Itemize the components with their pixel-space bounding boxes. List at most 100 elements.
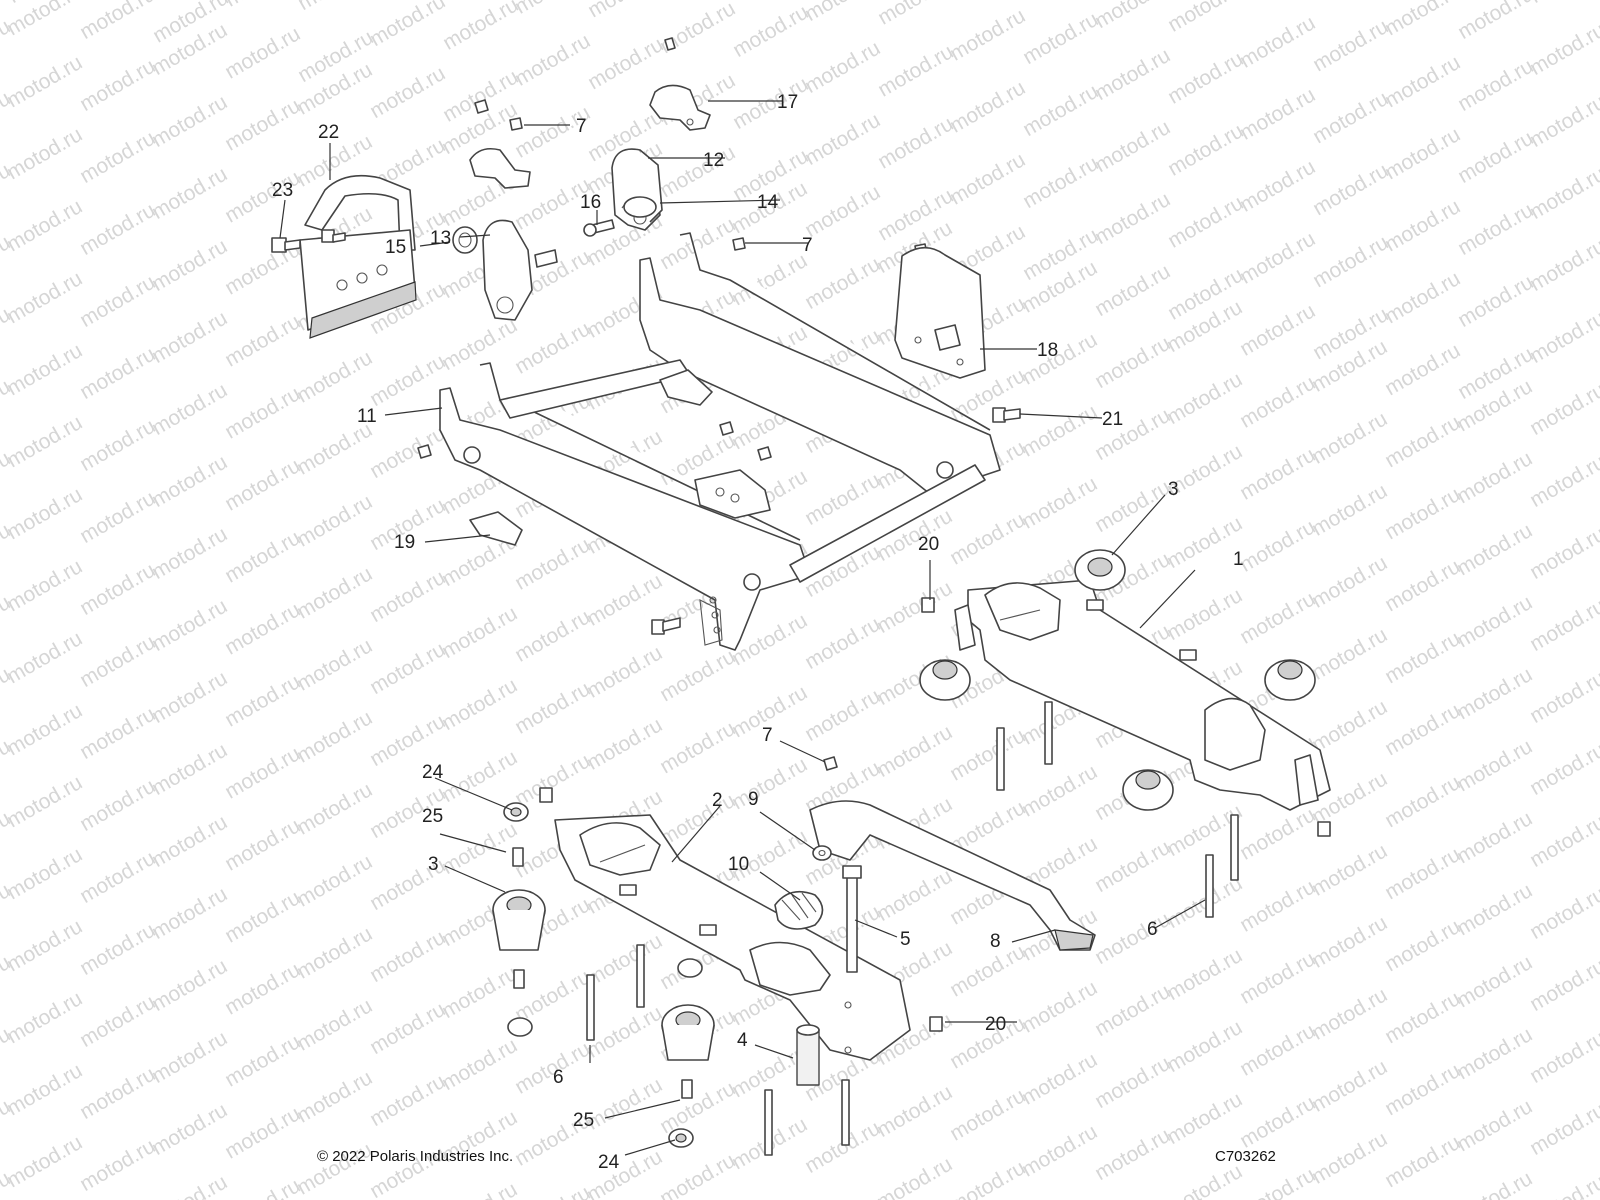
watermark-text: motod.ru bbox=[1526, 19, 1600, 80]
watermark-text: motod.ru bbox=[729, 73, 812, 134]
watermark-text: motod.ru bbox=[1381, 0, 1464, 40]
part-17-clamp bbox=[649, 37, 711, 131]
watermark-text: motod.ru bbox=[148, 1027, 231, 1088]
callout-7-middle: 7 bbox=[802, 235, 813, 256]
part-5-bolt bbox=[842, 865, 862, 973]
watermark-text: motod.ru bbox=[366, 1070, 449, 1131]
watermark-text: motod.ru bbox=[1526, 163, 1600, 224]
watermark-text: motod.ru bbox=[1526, 379, 1600, 440]
drawing-number: C703262 bbox=[1215, 1148, 1276, 1165]
part-19-plate bbox=[469, 369, 771, 546]
watermark-text: motod.ru bbox=[584, 33, 667, 94]
watermark-text: motod.ru bbox=[1236, 947, 1319, 1008]
watermark-text: motod.ru bbox=[76, 631, 159, 692]
watermark-text: motod.ru bbox=[1163, 1016, 1246, 1077]
watermark-text: motod.ru bbox=[1163, 944, 1246, 1005]
watermark-text: motod.ru bbox=[1236, 155, 1319, 216]
watermark-text: motod.ru bbox=[76, 847, 159, 908]
watermark-text: motod.ru bbox=[1018, 328, 1101, 389]
watermark-text: motod.ru bbox=[1236, 11, 1319, 72]
part-18-plate bbox=[894, 246, 986, 379]
watermark-text: motod.ru bbox=[874, 0, 957, 30]
part-22-handle bbox=[299, 174, 417, 339]
watermark-text: motod.ru bbox=[1018, 472, 1101, 533]
watermark-text: motod.ru bbox=[3, 915, 86, 976]
watermark-text: motod.ru bbox=[1163, 872, 1246, 933]
watermark-text: motod.ru bbox=[293, 922, 376, 983]
callout-13: 13 bbox=[430, 228, 451, 249]
watermark-text: motod.ru bbox=[874, 40, 957, 101]
watermark-text: motod.ru bbox=[1236, 1019, 1319, 1080]
watermark-text: motod.ru bbox=[76, 343, 159, 404]
watermark-text: motod.ru bbox=[583, 1145, 666, 1200]
watermark-text: motod.ru bbox=[1381, 195, 1464, 256]
watermark-text: motod.ru bbox=[221, 814, 304, 875]
watermark-text: motod.ru bbox=[583, 641, 666, 702]
watermark-text: motod.ru bbox=[293, 706, 376, 767]
watermark-text: motod.ru bbox=[1526, 595, 1600, 656]
watermark-text: motod.ru bbox=[1453, 447, 1536, 508]
watermark-text: motod.ru bbox=[1019, 80, 1102, 141]
part-12-bracket bbox=[611, 148, 663, 231]
watermark-text: motod.ru bbox=[3, 699, 86, 760]
watermark-text: motod.ru bbox=[3, 267, 86, 328]
callout-1: 1 bbox=[1233, 549, 1244, 570]
callout-25-upper: 25 bbox=[422, 806, 443, 827]
watermark-text: motod.ru bbox=[1308, 911, 1391, 972]
watermark-text: motod.ru bbox=[439, 0, 522, 55]
watermark-text: motod.ru bbox=[438, 602, 521, 663]
watermark-text: motod.ru bbox=[946, 4, 1029, 65]
watermark-text: motod.ru bbox=[221, 1174, 304, 1200]
watermark-text: motod.ru bbox=[1236, 0, 1319, 1]
watermark-text: motod.ru bbox=[1381, 483, 1464, 544]
watermark-text: motod.ru bbox=[3, 411, 86, 472]
watermark-text: motod.ru bbox=[221, 310, 304, 371]
watermark-text: motod.ru bbox=[1526, 91, 1600, 152]
watermark-text: motod.ru bbox=[76, 199, 159, 260]
watermark-text: motod.ru bbox=[148, 451, 231, 512]
watermark-text: motod.ru bbox=[1091, 188, 1174, 249]
watermark-text: motod.ru bbox=[148, 91, 231, 152]
watermark-text: motod.ru bbox=[76, 1063, 159, 1124]
watermark-text: motod.ru bbox=[293, 1066, 376, 1127]
watermark-text: motod.ru bbox=[1091, 836, 1174, 897]
callout-3-upper: 3 bbox=[1168, 479, 1179, 500]
watermark-text: motod.ru bbox=[1091, 1124, 1174, 1185]
part-3-rollers-upper bbox=[919, 549, 1316, 811]
callout-11: 11 bbox=[357, 406, 377, 427]
watermark-text: motod.ru bbox=[1453, 951, 1536, 1012]
watermark-text: motod.ru bbox=[293, 418, 376, 479]
callout-23: 23 bbox=[272, 180, 293, 201]
watermark-text: motod.ru bbox=[1018, 760, 1101, 821]
watermark-text: motod.ru bbox=[801, 181, 884, 242]
callout-3-lower: 3 bbox=[428, 854, 439, 875]
watermark-text: motod.ru bbox=[3, 627, 86, 688]
part-3-rollers-lower bbox=[492, 802, 715, 1148]
watermark-text: motod.ru bbox=[221, 22, 304, 83]
watermark-text: motod.ru bbox=[511, 1181, 594, 1200]
watermark-text: motod.ru bbox=[366, 566, 449, 627]
part-bolt-arm bbox=[651, 617, 681, 635]
watermark-text: motod.ru bbox=[148, 523, 231, 584]
part-11-frame bbox=[439, 232, 1001, 651]
watermark-text: motod.ru bbox=[1308, 623, 1391, 684]
callout-8: 8 bbox=[990, 931, 1001, 952]
watermark-text: motod.ru bbox=[3, 1059, 86, 1120]
part-15-spring bbox=[452, 226, 478, 254]
watermark-text: motod.ru bbox=[1236, 371, 1319, 432]
callout-4: 4 bbox=[737, 1030, 748, 1051]
watermark-text: motod.ru bbox=[1381, 843, 1464, 904]
watermark-text: motod.ru bbox=[656, 1077, 739, 1138]
watermark-text: motod.ru bbox=[1236, 1163, 1319, 1200]
watermark-text: motod.ru bbox=[1236, 515, 1319, 576]
watermark-text: motod.ru bbox=[76, 703, 159, 764]
callout-12: 12 bbox=[703, 150, 724, 171]
watermark-text: motod.ru bbox=[3, 51, 86, 112]
watermark-text: motod.ru bbox=[366, 926, 449, 987]
watermark-text: motod.ru bbox=[221, 886, 304, 947]
part-20-bolts bbox=[539, 597, 1331, 1032]
watermark-text: motod.ru bbox=[1236, 875, 1319, 936]
watermark-text: motod.ru bbox=[221, 670, 304, 731]
part-13-bracket bbox=[482, 219, 558, 321]
